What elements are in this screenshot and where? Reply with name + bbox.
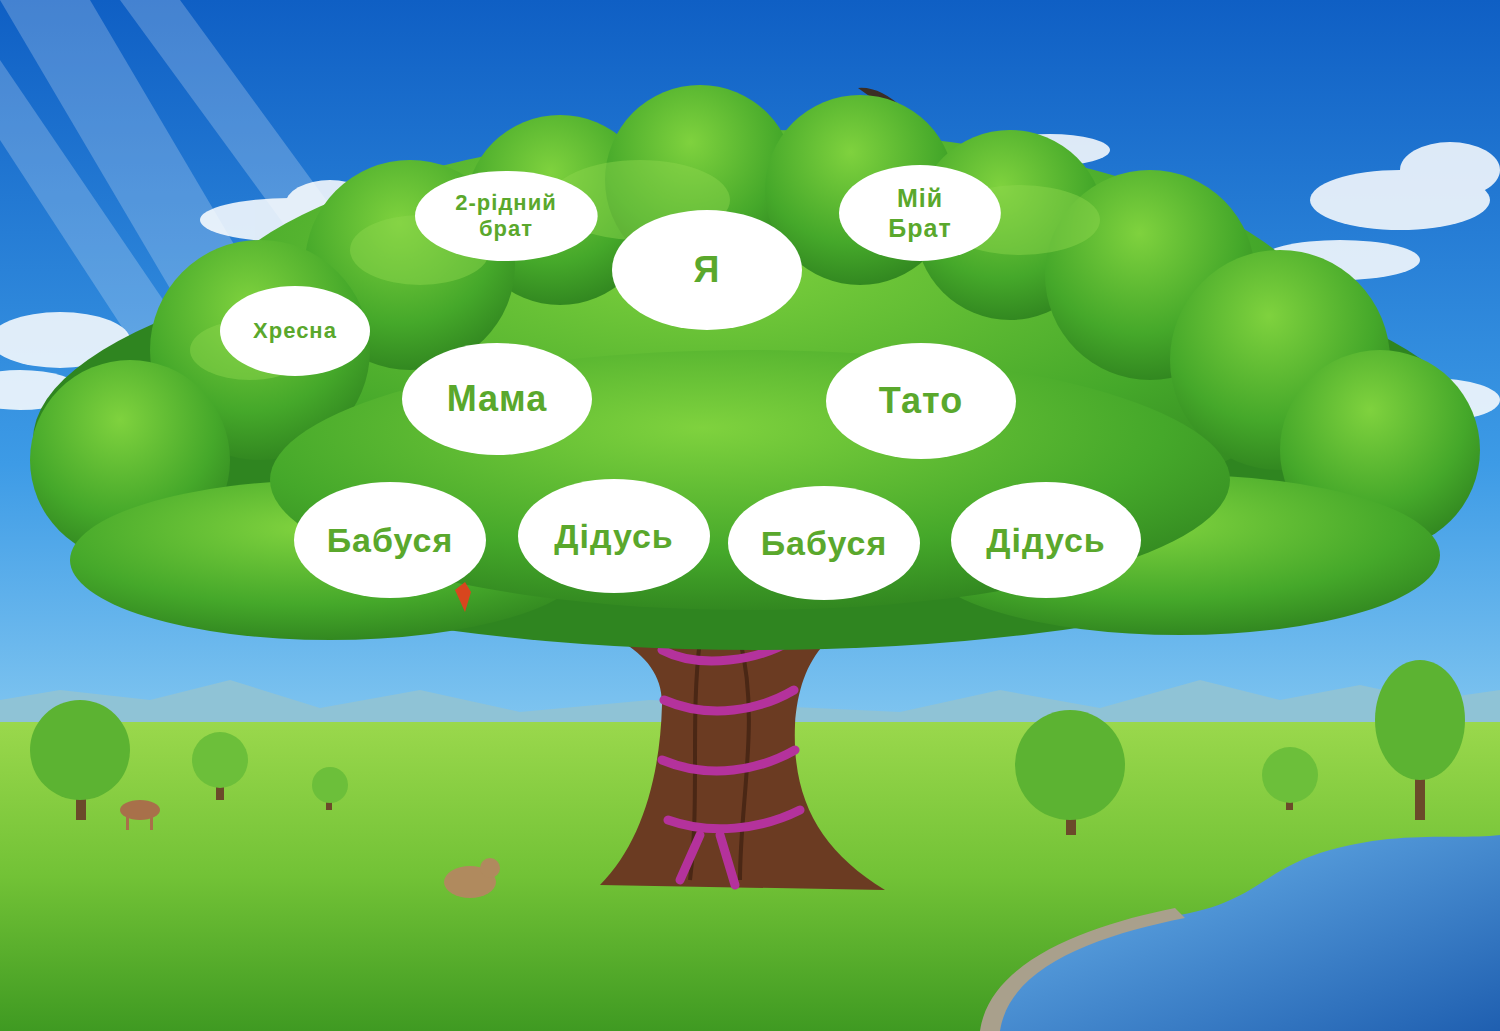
family-oval: Мама <box>402 343 592 455</box>
member-name: Дідусь <box>986 520 1106 561</box>
text-holder: 2-рідний брат <box>446 190 566 243</box>
text-holder: Хресна <box>253 318 337 344</box>
member-name: Хресна <box>253 318 337 344</box>
family-oval: Бабуся <box>728 486 920 600</box>
text-holder: Мій Брат <box>867 183 972 243</box>
member-name: Дідусь <box>554 516 674 557</box>
family-oval: Тато <box>826 343 1016 459</box>
member-name: Мій Брат <box>867 183 972 243</box>
text-holder: Бабуся <box>327 520 454 561</box>
oval-fill <box>415 171 598 261</box>
oval-fill <box>294 482 486 598</box>
family-oval: 2-рідний брат <box>415 171 598 261</box>
canopy <box>30 85 1480 650</box>
member-name: Мама <box>447 377 548 420</box>
oval-fill <box>951 482 1141 598</box>
family-oval: Бабуся <box>294 482 486 598</box>
family-oval: Хресна <box>220 286 370 376</box>
oval-fill <box>612 210 802 330</box>
river-bank <box>980 908 1185 1031</box>
member-name: Бабуся <box>761 523 888 564</box>
member-name: Бабуся <box>327 520 454 561</box>
oval-fill <box>826 343 1016 459</box>
text-holder: Дідусь <box>554 516 674 557</box>
member-name: Я <box>694 248 721 291</box>
canopy-highlights <box>190 160 1100 380</box>
oval-fill <box>839 165 1001 261</box>
oval-fill <box>220 286 370 376</box>
text-holder: Я <box>694 248 721 291</box>
text-holder: Бабуся <box>761 523 888 564</box>
oval-shape <box>839 165 1001 261</box>
oval-fill <box>402 343 592 455</box>
text-holder: Мама <box>447 377 548 420</box>
river <box>990 835 1500 1031</box>
oval-fill <box>518 479 710 593</box>
animals <box>120 582 500 898</box>
family-oval: Дідусь <box>951 482 1141 598</box>
text-holder: Тато <box>879 379 963 422</box>
member-name: Тато <box>879 379 963 422</box>
family-oval: Дідусь <box>518 479 710 593</box>
ribbon <box>662 640 800 885</box>
text-holder: Дідусь <box>986 520 1106 561</box>
member-name: 2-рідний брат <box>446 190 566 243</box>
oval-fill <box>728 486 920 600</box>
family-oval: Я <box>612 210 802 330</box>
family-oval: Мій Брат <box>839 165 1001 261</box>
